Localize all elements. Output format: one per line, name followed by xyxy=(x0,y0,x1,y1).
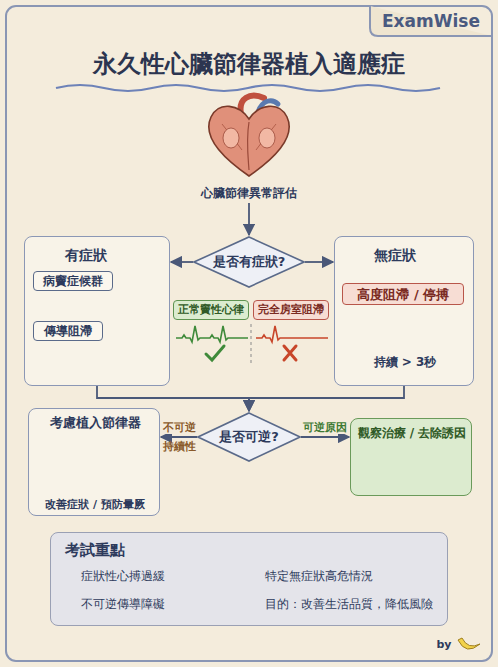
node-text: 特定無症狀高危情況 xyxy=(265,569,415,583)
node-text: 是否有症狀? xyxy=(213,254,286,270)
decision-diamond: 是否有症狀? xyxy=(193,236,305,288)
node-text: 病竇症候群 xyxy=(43,274,103,288)
node-text: 是否可逆? xyxy=(219,429,279,445)
page-frame xyxy=(6,6,492,661)
edge-sublabel: 持續性 xyxy=(160,440,198,453)
flow-connector xyxy=(248,203,250,235)
node-text: 改善症狀 / 預防暈厥 xyxy=(29,498,161,511)
node-text: 傳導阻滯 xyxy=(44,324,92,338)
observe-box: 觀察治療 / 去除誘因 xyxy=(350,418,472,496)
brand-label: ExamWise xyxy=(372,11,490,31)
title-underline xyxy=(56,85,440,91)
credit-label: by xyxy=(432,638,456,651)
condition-box: 高度阻滯 / 停搏 xyxy=(342,283,464,305)
node-heading: 考試重點 xyxy=(65,541,185,559)
node-text: 完全房室阻滯 xyxy=(258,303,324,316)
node-text: 不可逆傳導障礙 xyxy=(81,597,231,611)
condition-box: 傳導阻滯 xyxy=(33,321,103,341)
decision-diamond: 是否可逆? xyxy=(197,412,301,462)
node-heading: 無症狀 xyxy=(345,247,445,264)
node-text: 高度阻滯 / 停搏 xyxy=(357,287,449,303)
flow-connector xyxy=(305,261,333,263)
flow-connector xyxy=(161,436,197,438)
edge-label: 不可逆 xyxy=(162,421,197,434)
node-text: 症狀性心搏過緩 xyxy=(81,569,231,583)
check-mark xyxy=(206,346,224,360)
node-heading: 觀察治療 / 去除誘因 xyxy=(351,426,473,440)
flow-connector xyxy=(301,436,349,438)
symptomatic-panel: 有症狀病竇症候群傳導阻滯 xyxy=(24,236,170,386)
flow-connector xyxy=(249,386,404,411)
node-heading: 考慮植入節律器 xyxy=(29,415,161,431)
exam-points-box: 考試重點症狀性心搏過緩 特定無症狀高危情況不可逆傳導障礙 目的：改善生活品質，降低風… xyxy=(50,532,448,626)
rhythm-tag: 正常竇性心律 xyxy=(173,300,249,320)
compare-separator xyxy=(251,324,252,364)
pacemaker-box: 考慮植入節律器改善症狀 / 預防暈厥 xyxy=(28,408,160,516)
ecg-trace xyxy=(256,326,328,342)
rhythm-tag: 完全房室阻滯 xyxy=(253,300,329,320)
heart-illustration xyxy=(209,96,289,176)
asymptomatic-panel: 無症狀持續 > 3秒高度阻滯 / 停搏 xyxy=(334,236,474,386)
ecg-trace xyxy=(176,326,248,342)
node-text: 正常竇性心律 xyxy=(178,303,244,316)
start-label: 心臟節律異常評估 xyxy=(169,183,329,203)
edge-label: 可逆原因 xyxy=(302,421,348,434)
node-text: 心臟節律異常評估 xyxy=(201,186,297,200)
brand-tab xyxy=(370,6,492,36)
node-text: 目的：改善生活品質，降低風險 xyxy=(265,597,449,611)
condition-box: 病竇症候群 xyxy=(33,271,113,291)
cross-mark xyxy=(284,346,296,360)
node-text: 持續 > 3秒 xyxy=(335,355,475,369)
page-title: 永久性心臟節律器植入適應症 xyxy=(0,50,498,79)
banana-icon xyxy=(458,638,480,649)
node-heading: 有症狀 xyxy=(65,247,155,264)
flow-connector xyxy=(171,261,193,263)
